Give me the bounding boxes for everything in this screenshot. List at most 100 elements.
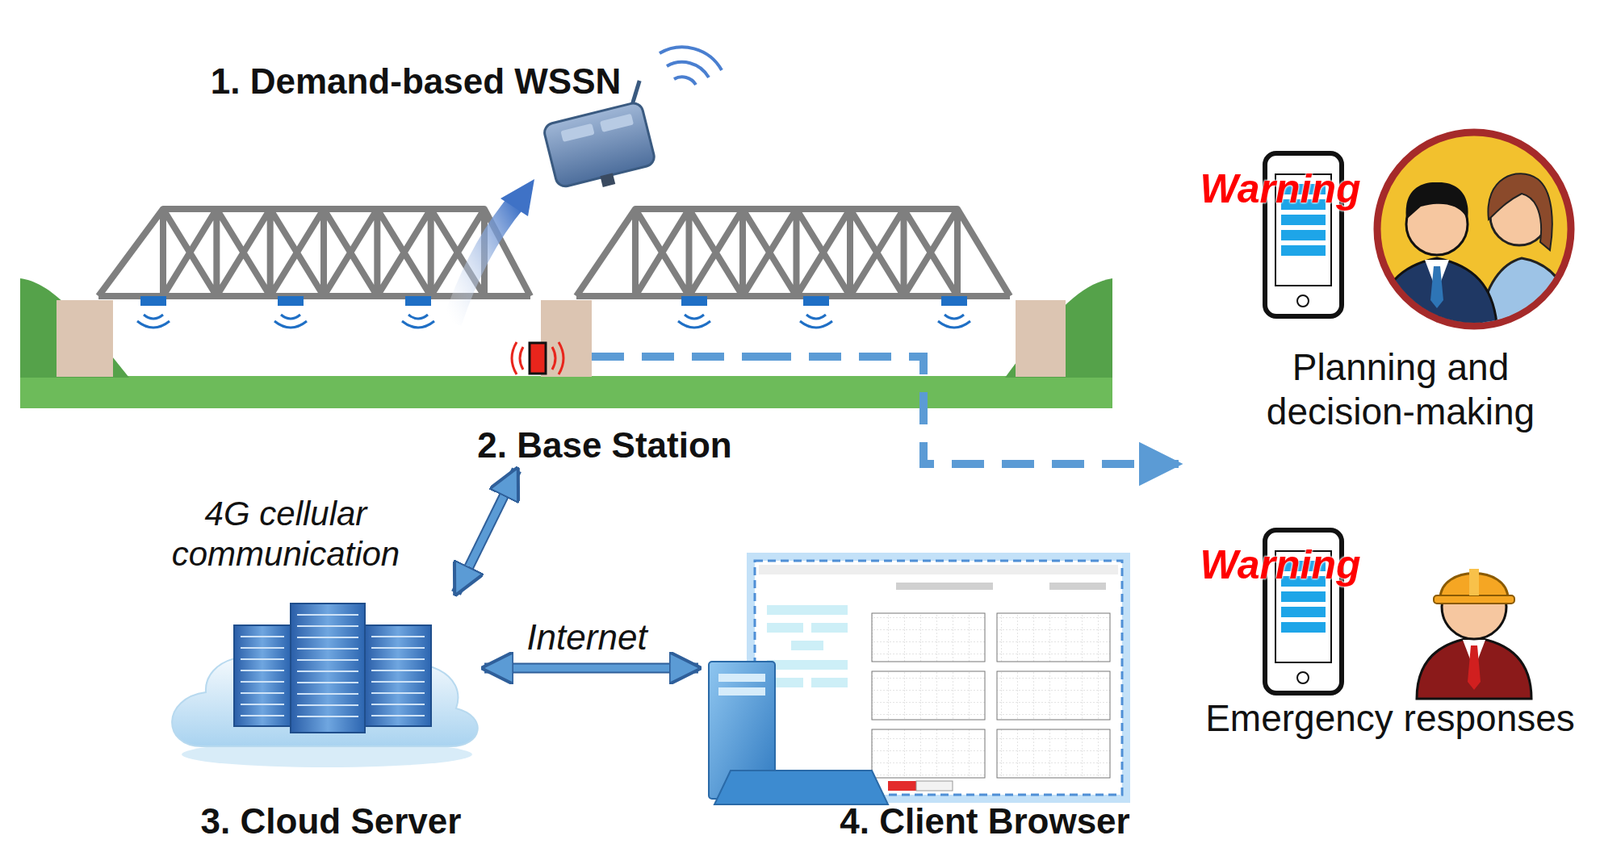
- client-computer-icon: [718, 674, 766, 683]
- truss-bridge: [576, 209, 1010, 297]
- zoom-arrow: [452, 179, 535, 323]
- server-rack-line: [240, 692, 285, 695]
- node-label: 2. Base Station: [477, 424, 732, 468]
- cloud-server-icon: [364, 625, 432, 727]
- client-computer-icon: [766, 605, 848, 616]
- client-computer-icon: [1049, 582, 1106, 591]
- connector-arrow: [758, 356, 1179, 465]
- connector-outline: [484, 663, 699, 675]
- truss-bridge: [98, 209, 1010, 297]
- server-rack-line: [240, 670, 285, 672]
- server-rack-line: [297, 704, 359, 707]
- managers-icon: [1406, 182, 1469, 220]
- server-rack-line: [297, 614, 359, 616]
- wireless-sensor-device: [542, 100, 657, 189]
- warning-text: Warning: [1199, 164, 1361, 214]
- server-rack-line: [240, 658, 285, 661]
- engineer-icon: [1416, 637, 1532, 700]
- engineer-icon: [1416, 569, 1532, 700]
- sensor-node: [941, 296, 968, 306]
- client-computer-icon: [811, 623, 848, 633]
- client-computer-icon: [752, 558, 1125, 798]
- node-label: 1. Demand-based WSSN: [210, 60, 622, 104]
- edge-label: Internet: [526, 616, 647, 660]
- sensor-network-node: 1. Demand-based WSSN: [161, 50, 671, 200]
- client-computer-icon: [714, 770, 888, 805]
- node-label: Planning and decision-making: [1243, 345, 1559, 435]
- server-rack-line: [297, 636, 359, 639]
- server-rack-line: [297, 682, 359, 684]
- server-rack-line: [297, 716, 359, 718]
- server-rack-line: [240, 647, 285, 650]
- sensor-node: [140, 296, 167, 306]
- engineer-icon: [1433, 595, 1515, 604]
- wifi-waves: [659, 46, 722, 71]
- server-rack-line: [371, 692, 425, 695]
- sensor-wave: [684, 314, 704, 319]
- sensor-wave: [408, 314, 428, 319]
- node-label: 4. Client Browser: [839, 800, 1130, 844]
- cloud-server-icon: [171, 603, 478, 768]
- connector-arrow: [484, 665, 699, 673]
- sensor-wave: [800, 321, 833, 328]
- connector-outline: [456, 469, 517, 594]
- client-computer-icon: [766, 623, 804, 633]
- client-computer-icon: [766, 660, 848, 671]
- client-computer-icon: [887, 781, 917, 792]
- sensor-node: [277, 296, 304, 306]
- zoom-arrow: [500, 179, 535, 217]
- server-rack-line: [371, 715, 425, 717]
- client-computer-icon: [754, 561, 1123, 796]
- server-rack-line: [297, 670, 359, 673]
- engineer-icon: [1467, 645, 1481, 691]
- server-rack-line: [297, 648, 359, 650]
- wifi-waves: [674, 76, 696, 85]
- server-rack-line: [371, 681, 425, 683]
- plot-panel: [871, 729, 985, 779]
- engineer-icon: [1469, 569, 1479, 596]
- managers-icon: [1376, 173, 1575, 340]
- sensor-wave: [143, 314, 164, 319]
- plot-panel: [871, 613, 985, 662]
- ground: [20, 376, 1113, 409]
- warning-text: Warning: [1199, 540, 1361, 590]
- managers-icon: [1487, 173, 1552, 251]
- planning-node: WarningPlanning and decision-making: [1178, 121, 1595, 477]
- plot-panel: [996, 671, 1110, 721]
- ground: [540, 300, 592, 377]
- client-computer-icon: [871, 613, 1110, 779]
- client-computer-icon: [791, 640, 824, 651]
- server-rack-line: [240, 703, 285, 706]
- base-station-device: [529, 343, 546, 374]
- client-computer-icon: [811, 678, 848, 688]
- cloud-server-node: 3. Cloud Server: [169, 593, 485, 847]
- managers-icon: [1376, 132, 1575, 340]
- node-label: Emergency responses: [1205, 696, 1575, 742]
- wireless-sensor-device: [628, 80, 646, 104]
- cloud-server-icon: [234, 625, 291, 727]
- managers-icon: [1376, 258, 1498, 340]
- plot-panel: [996, 613, 1110, 662]
- server-rack-line: [371, 703, 425, 706]
- client-computer-icon: [916, 781, 953, 792]
- ground: [1015, 300, 1066, 377]
- wifi-waves: [659, 46, 722, 85]
- sensor-wave: [938, 321, 971, 328]
- sensor-wave: [678, 321, 711, 328]
- sensor-node: [137, 296, 971, 328]
- managers-icon: [1430, 266, 1444, 309]
- connector-arrow: [456, 469, 517, 594]
- base-station-device: [511, 342, 564, 375]
- emergency-node: WarningEmergency responses: [1178, 524, 1595, 747]
- base-station-device: [552, 347, 556, 370]
- sensor-node: [803, 296, 830, 306]
- server-rack-line: [240, 715, 285, 717]
- sensor-wave: [944, 314, 964, 319]
- sensor-wave: [280, 314, 301, 319]
- sensor-wave: [274, 321, 307, 328]
- client-computer-icon: [896, 582, 993, 591]
- client-computer-icon: [758, 565, 1119, 575]
- server-rack-line: [371, 636, 425, 638]
- client-browser-node: 4. Client Browser: [698, 548, 1163, 847]
- sensor-wave: [806, 314, 826, 319]
